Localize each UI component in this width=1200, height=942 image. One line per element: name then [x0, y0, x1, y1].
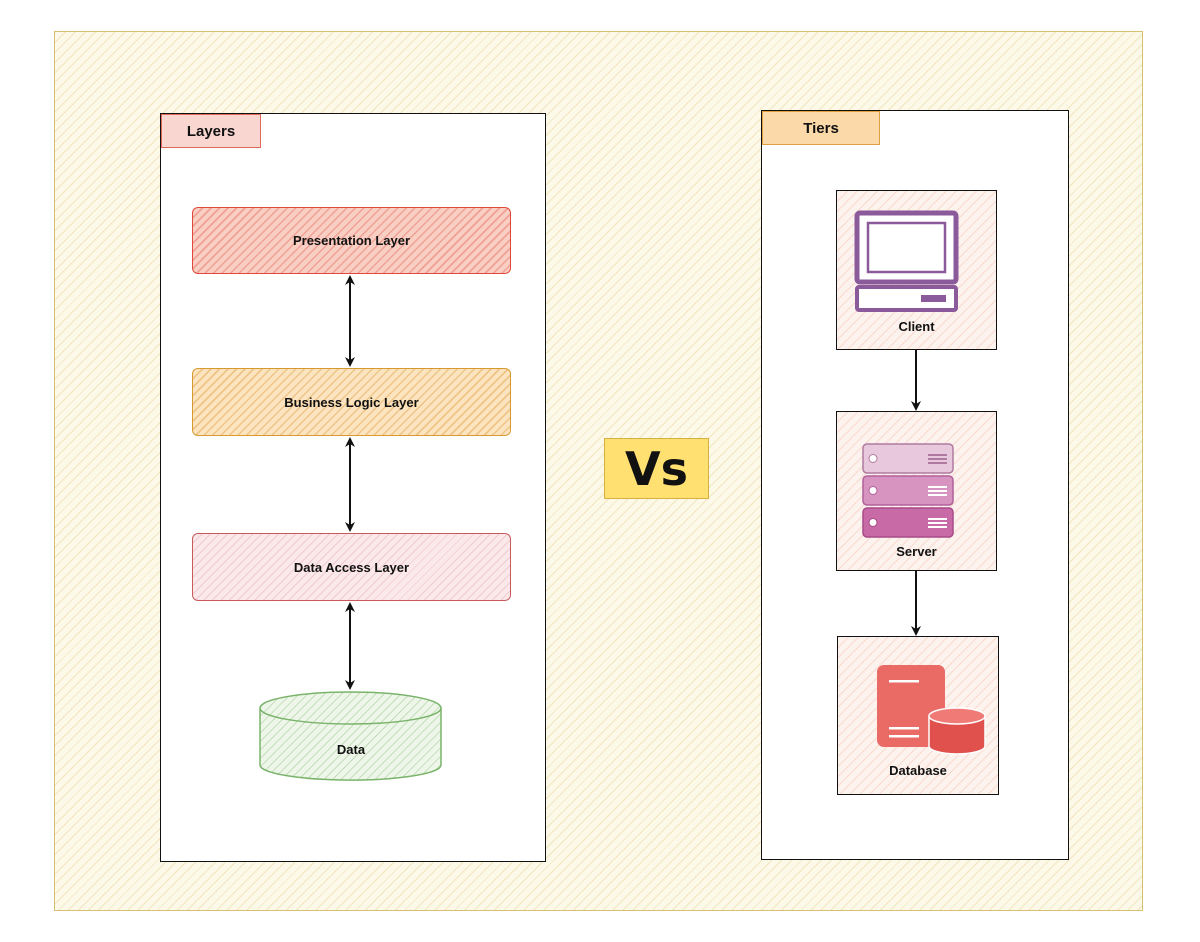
presentation-layer: Presentation Layer [192, 207, 511, 274]
layers-title: Layers [161, 114, 261, 148]
data-cylinder-icon [259, 691, 442, 781]
versus-label: Vs [625, 441, 688, 496]
client-label: Client [898, 319, 935, 334]
server-rack-icon [862, 443, 954, 538]
business-logic-layer: Business Logic Layer [192, 368, 511, 436]
database-icon [877, 665, 986, 755]
data-access-layer: Data Access Layer [192, 533, 511, 601]
database-label: Database [889, 763, 947, 778]
tiers-title: Tiers [762, 111, 880, 145]
server-label: Server [896, 544, 937, 559]
data-store-label: Data [337, 742, 366, 757]
computer-monitor-icon [854, 210, 959, 312]
versus-badge: Vs [604, 438, 709, 499]
